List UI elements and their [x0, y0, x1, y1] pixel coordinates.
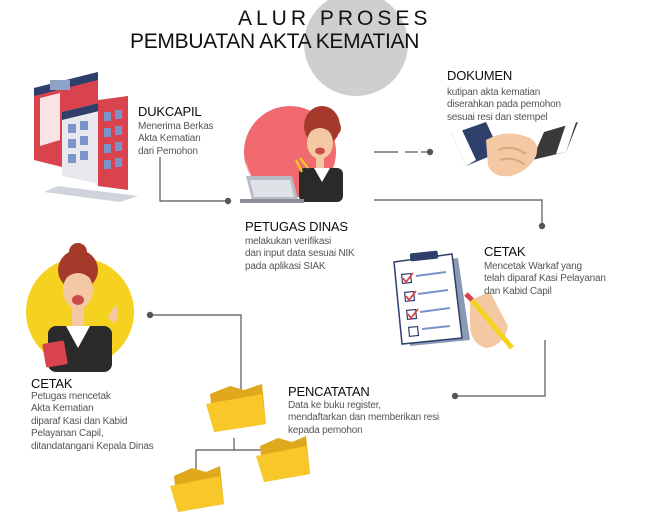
step-petugas-dinas-title: PETUGAS DINAS — [245, 219, 348, 234]
building-icon — [34, 72, 138, 202]
page-title-line2: PEMBUATAN AKTA KEMATIAN — [130, 30, 420, 53]
connector-pencatatan-cetak — [150, 314, 242, 396]
connector-dot — [146, 311, 154, 319]
connector-dot — [426, 148, 434, 156]
step-dukcapil-title: DUKCAPIL — [138, 104, 202, 119]
title-circle — [304, 0, 408, 96]
step-dokumen-desc: kutipan akta kematian diserahkan pada pe… — [447, 87, 561, 123]
connector-dot — [451, 392, 459, 400]
officer-laptop-icon — [240, 106, 343, 203]
step-cetak-right-title: CETAK — [484, 244, 526, 259]
step-petugas-dinas-desc: melakukan verifikasi dan input data sesu… — [245, 236, 355, 272]
woman-book-icon — [26, 243, 134, 372]
step-pencatatan-title: PENCATATAN — [288, 384, 370, 399]
step-dokumen-title: DOKUMEN — [447, 68, 513, 83]
checklist-icon — [393, 250, 514, 350]
folder-tree-icon — [170, 384, 310, 512]
step-cetak-left-title: CETAK — [31, 376, 73, 391]
page-title-line1: ALUR PROSES — [238, 7, 432, 30]
step-cetak-right-desc: Mencetak Warkaf yang telah diparaf Kasi … — [484, 261, 606, 297]
connector-dot — [538, 222, 546, 230]
connector-dukcapil-petugas — [159, 157, 228, 202]
step-dukcapil-desc: Menerima Berkas Akta Kematian dari Pemoh… — [138, 121, 214, 157]
connector-dot — [224, 197, 232, 205]
handshake-icon — [452, 122, 578, 177]
connector-petugas-cetak — [374, 199, 543, 226]
step-pencatatan-desc: Data ke buku register, mendaftarkan dan … — [288, 400, 439, 436]
connector-cetak-pencatatan — [455, 340, 546, 397]
step-cetak-left-desc: Petugas mencetak Akta Kematian diparaf K… — [31, 391, 154, 452]
connectors — [150, 151, 546, 397]
